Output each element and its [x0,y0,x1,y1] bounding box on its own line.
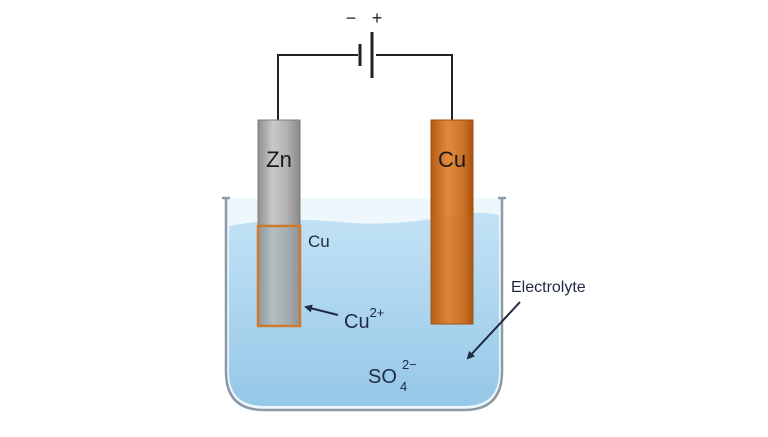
copper-label: Cu [438,147,466,172]
cation-label: Cu2+ [344,305,384,333]
battery-positive-sign: + [372,8,383,28]
beaker-outline [224,198,504,412]
cation-charge: 2+ [370,305,385,320]
zinc-electrode: Zn [256,119,302,328]
zinc-submerged-tint [258,226,300,326]
cation-base: Cu [344,311,370,333]
cation-arrow [304,304,339,316]
battery-symbol: − + [346,8,383,78]
anion-subscript: 4 [400,379,407,394]
deposit-label: Cu [308,232,330,251]
zinc-label: Zn [266,147,292,172]
wire-left [277,54,358,120]
electrolyte-label: Electrolyte [511,279,586,296]
copper-deposit-layer [256,224,302,328]
anion-charge: 2− [402,357,417,372]
anion-base: SO [368,366,397,388]
electrolyte-arrow [466,301,521,360]
battery-negative-sign: − [346,8,357,28]
circuit-wire [277,54,453,120]
copper-submerged-tint [431,216,473,324]
copper-electrode: Cu [430,119,474,325]
wire-right [376,54,453,120]
